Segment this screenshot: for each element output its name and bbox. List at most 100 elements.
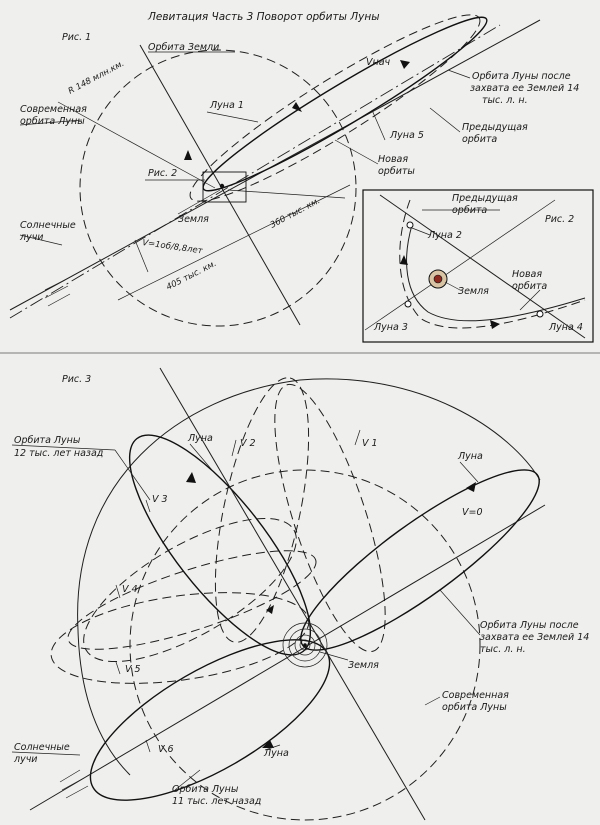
- fig3-leader-moon-top: [189, 443, 213, 471]
- fig1-leader-earth: [177, 189, 221, 215]
- fig1-leader-previous: [429, 107, 461, 133]
- fig3-caption: Рис. 3: [62, 374, 91, 385]
- fig2-new-orbit: [406, 224, 586, 322]
- fig2-moon3-label: Луна 3: [373, 322, 408, 333]
- fig1-sun-rays-line1: Солнечные: [20, 220, 76, 231]
- fig3-leader-earth: [319, 651, 349, 661]
- fig3-earth-center: [303, 643, 307, 647]
- fig3-earth-ring-4: [299, 639, 311, 651]
- fig2-diagonal: [379, 194, 586, 339]
- figure-3: Рис. 3: [11, 367, 589, 821]
- fig3-old-orbit-line1: Орбита Луны: [14, 435, 81, 446]
- fig3-leader-12k: [11, 444, 116, 451]
- fig1-sun-ray-1: [44, 279, 66, 291]
- diagram-title: Левитация Часть 3 Поворот орбиты Луны: [147, 11, 379, 23]
- fig3-leader-moon-bottom: [264, 744, 281, 751]
- fig3-earth-label: Земля: [348, 660, 379, 671]
- fig3-orbit11-line2: 11 тыс. лет назад: [172, 796, 262, 807]
- fig1-moon5-label: Луна 5: [389, 130, 424, 141]
- fig3-captured-line3: тыс. л. н.: [480, 644, 526, 655]
- fig1-sun-ray-3: [47, 293, 71, 307]
- fig1-earth-dot: [219, 183, 225, 189]
- fig1-new-line2: орбиты: [378, 166, 415, 177]
- fig1-previous-line2: орбита: [462, 134, 497, 145]
- fig1-dim-405-line: [117, 184, 351, 301]
- fig3-earth-ring-2: [288, 628, 322, 662]
- fig3-v2-tick: [231, 439, 237, 457]
- fig1-leader-sun: [19, 234, 63, 246]
- fig3-moon-right-label: Луна: [457, 451, 483, 462]
- fig3-outer-envelope: [77, 378, 541, 631]
- fig1-moon1-label: Луна 1: [209, 100, 244, 111]
- fig3-sun-ray-line: [29, 504, 546, 811]
- fig2-earth-label: Земля: [458, 286, 489, 297]
- fig1-sun-ray-2: [44, 285, 69, 299]
- fig1-current-orbit-circle: [79, 49, 357, 327]
- fig1-fig2-ref: Рис. 2: [148, 168, 177, 179]
- fig1-earth-orbit-label: Орбита Земли: [148, 42, 219, 53]
- fig3-v4-label: V 4: [122, 584, 138, 595]
- fig2-previous-orbit: [399, 199, 586, 329]
- fig2-new-line1: Новая: [512, 269, 542, 280]
- fig2-previous-line2: орбита: [452, 205, 487, 216]
- fig3-orbit-captured: [300, 469, 540, 651]
- fig3-earth-ring-3: [294, 634, 316, 656]
- fig3-sun-ray-3: [65, 785, 89, 799]
- fig2-previous-line1: Предыдущая: [452, 193, 518, 204]
- fig3-sun-ray-2: [61, 777, 85, 791]
- fig3-arrow-right: [466, 482, 476, 492]
- fig3-arrow-moon-top: [186, 472, 196, 483]
- fig2-caption: Рис. 2: [545, 214, 574, 225]
- fig1-detail-box: [202, 171, 247, 203]
- fig3-leader-moon-right: [459, 461, 479, 483]
- fig1-new-line1: Новая: [378, 154, 408, 165]
- fig1-leader-new: [334, 139, 379, 165]
- fig1-v-start: Vнач: [366, 57, 391, 68]
- fig3-current-line1: Современная: [442, 690, 509, 701]
- figure-1: Рис. 1 R 148 млн.км. 405 тыс. км. 360 ты…: [9, 14, 579, 327]
- fig1-caption: Рис. 1: [62, 32, 91, 43]
- fig1-leader-moon5: [371, 109, 386, 141]
- fig3-arrow-bottom: [262, 740, 274, 748]
- fig3-v0-label: V=0: [462, 507, 483, 518]
- fig3-v3-label: V 3: [152, 494, 168, 505]
- fig2-leader-new: [519, 289, 541, 311]
- fig3-v4-tick: [115, 584, 121, 599]
- fig1-earth-label: Земля: [178, 214, 209, 225]
- fig3-sun-rays-line1: Солнечные: [14, 742, 70, 753]
- fig3-moon-bottom-label: Луна: [263, 748, 289, 759]
- fig3-orbit-v1: [274, 383, 386, 653]
- fig3-earth-ring-1: [282, 622, 328, 668]
- fig2-sun-line: [364, 199, 556, 331]
- fig3-leader-12k-b: [114, 449, 151, 501]
- fig3-v3-tick: [145, 499, 151, 513]
- fig1-radius-line: [57, 101, 216, 189]
- fig3-captured-line2: захвата ее Землей 14: [480, 632, 589, 643]
- fig1-leader-moon1: [206, 111, 259, 123]
- fig3-arrow-center: [266, 605, 274, 614]
- fig1-earth-orbit-arc: [9, 24, 501, 319]
- fig1-leader-captured: [447, 69, 471, 79]
- fig1-current-orbit-line1: Современная: [20, 104, 87, 115]
- fig3-sun-rays-line2: лучи: [13, 754, 37, 765]
- fig2-earth-core: [433, 274, 443, 284]
- fig3-orbit11-line1: Орбита Луны: [172, 784, 239, 795]
- fig1-arrow-3: [292, 102, 302, 112]
- fig3-leader-sun: [11, 751, 81, 756]
- fig3-orbit-12k: [128, 434, 312, 656]
- fig2-moon2-marker: [406, 221, 414, 229]
- fig2-moon3-marker: [404, 300, 412, 308]
- fig3-v6-tick: [145, 739, 151, 753]
- fig1-previous-line1: Предыдущая: [462, 122, 528, 133]
- fig1-captured-line3: тыс. л. н.: [482, 95, 528, 106]
- figure-2: Рис. 2 Предыдущая орбита Луна 2 Земля Но…: [362, 189, 594, 343]
- fig3-orbit-v4: [83, 517, 297, 663]
- fig3-old-orbit-line2: 12 тыс. лет назад: [14, 448, 104, 459]
- fig1-captured-orbit: [202, 16, 488, 192]
- fig2-leader-moon2: [411, 227, 431, 236]
- fig1-earth-orbit-line: [139, 44, 301, 326]
- fig1-captured-line1: Орбита Луны после: [472, 71, 571, 82]
- fig1-leader-current: [19, 119, 83, 126]
- fig3-current-line2: орбита Луны: [442, 702, 507, 713]
